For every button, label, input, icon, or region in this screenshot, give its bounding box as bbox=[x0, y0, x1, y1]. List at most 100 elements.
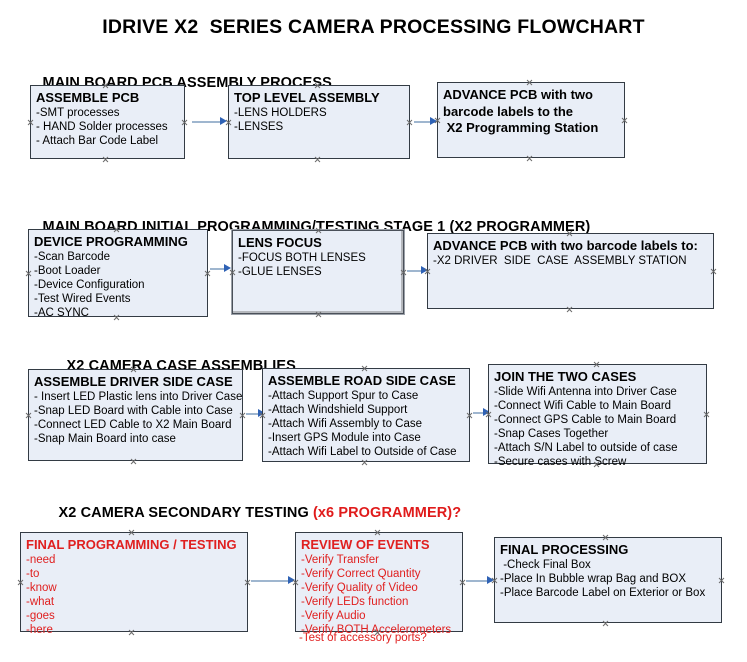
node-line: -Place In Bubble wrap Bag and BOX bbox=[500, 573, 687, 585]
connection-handle-top[interactable] bbox=[602, 534, 609, 541]
connection-handle-bottom[interactable] bbox=[102, 156, 109, 163]
node-device-programming[interactable]: DEVICE PROGRAMMING -Scan Barcode -Boot L… bbox=[25, 229, 211, 319]
node-title: REVIEW OF EVENTS bbox=[301, 537, 430, 552]
node-advance-pcb-to-driver-side-case[interactable]: ADVANCE PCB with two barcode labels to: … bbox=[427, 233, 714, 309]
connector-top-level-assembly-to-advance-pcb bbox=[414, 121, 436, 123]
connector-driver-side-to-road-side bbox=[246, 413, 266, 415]
connection-handle-right[interactable] bbox=[459, 579, 466, 586]
node-line: - Attach Bar Code Label bbox=[36, 135, 159, 147]
node-line: -Verify Transfer bbox=[301, 554, 379, 566]
node-line: -LENSES bbox=[234, 121, 284, 133]
connection-handle-right[interactable] bbox=[406, 119, 413, 126]
connection-handle-left[interactable] bbox=[17, 579, 24, 586]
connection-handle-top[interactable] bbox=[593, 361, 600, 368]
node-assemble-road-side-case[interactable]: ASSEMBLE ROAD SIDE CASE -Attach Support … bbox=[262, 368, 470, 462]
connection-handle-right[interactable] bbox=[718, 577, 725, 584]
section-header-x2-camera-secondary-testing: X2 CAMERA SECONDARY TESTING (x6 PROGRAMM… bbox=[42, 489, 462, 537]
connection-handle-right[interactable] bbox=[710, 268, 717, 275]
node-final-processing[interactable]: FINAL PROCESSING -Check Final Box -Place… bbox=[494, 537, 722, 623]
node-assemble-driver-side-case[interactable]: ASSEMBLE DRIVER SIDE CASE - Insert LED P… bbox=[28, 369, 243, 461]
node-line: -Attach Support Spur to Case bbox=[268, 390, 419, 402]
node-line: -Verify BOTH Accelerometers bbox=[301, 624, 452, 636]
node-line: -X2 DRIVER SIDE CASE ASSEMBLY STATION bbox=[433, 255, 687, 267]
node-line: -Scan Barcode bbox=[34, 251, 111, 263]
section-header-accent-text: (x6 PROGRAMMER)? bbox=[312, 505, 462, 521]
node-title: DEVICE PROGRAMMING bbox=[34, 234, 188, 249]
node-line: -Attach Windshield Support bbox=[268, 404, 408, 416]
connection-handle-right[interactable] bbox=[239, 412, 246, 419]
connector-arrowhead-icon bbox=[483, 408, 490, 416]
connection-handle-left[interactable] bbox=[25, 270, 32, 277]
node-line: -need bbox=[26, 554, 56, 566]
connection-handle-bottom[interactable] bbox=[315, 311, 322, 318]
node-title: ASSEMBLE ROAD SIDE CASE bbox=[268, 373, 456, 388]
section-header-text: X2 CAMERA SECONDARY TESTING bbox=[58, 505, 313, 521]
connector-arrowhead-icon bbox=[430, 117, 437, 125]
connection-handle-right[interactable] bbox=[466, 412, 473, 419]
node-line: -know bbox=[26, 582, 57, 594]
connection-handle-bottom[interactable] bbox=[314, 156, 321, 163]
connector-arrowhead-icon bbox=[487, 576, 494, 584]
node-line: -FOCUS BOTH LENSES bbox=[238, 252, 366, 264]
node-line: -Snap Main Board into case bbox=[34, 433, 176, 445]
node-line: -Verify Audio bbox=[301, 610, 366, 622]
connection-handle-right[interactable] bbox=[621, 117, 628, 124]
node-title: TOP LEVEL ASSEMBLY bbox=[234, 90, 380, 105]
node-line: -what bbox=[26, 596, 55, 608]
connector-road-side-to-join-cases bbox=[473, 412, 489, 414]
node-line: -Device Configuration bbox=[34, 279, 145, 291]
node-line: -goes bbox=[26, 610, 55, 622]
connection-handle-top[interactable] bbox=[526, 79, 533, 86]
connection-handle-bottom[interactable] bbox=[602, 620, 609, 627]
connector-arrowhead-icon bbox=[220, 117, 227, 125]
node-line: -Verify Correct Quantity bbox=[301, 568, 421, 580]
node-assemble-pcb[interactable]: ASSEMBLE PCB -SMT processes - HAND Solde… bbox=[30, 85, 185, 159]
connection-handle-right[interactable] bbox=[181, 119, 188, 126]
node-line: -Boot Loader bbox=[34, 265, 101, 277]
connection-handle-right[interactable] bbox=[244, 579, 251, 586]
node-advance-pcb-to-x2-programming-station[interactable]: ADVANCE PCB with two barcode labels to t… bbox=[437, 82, 625, 158]
node-line: -Attach Wifi Assembly to Case bbox=[268, 418, 423, 430]
connection-handle-bottom[interactable] bbox=[130, 458, 137, 465]
node-line: -to bbox=[26, 568, 40, 580]
connector-arrowhead-icon bbox=[421, 266, 428, 274]
node-line: -Attach Wifi Label to Outside of Case bbox=[268, 446, 457, 458]
node-review-of-events[interactable]: REVIEW OF EVENTS -Verify Transfer -Verif… bbox=[295, 532, 466, 636]
node-title: FINAL PROCESSING bbox=[500, 542, 629, 557]
connector-arrowhead-icon bbox=[258, 409, 265, 417]
connection-handle-left[interactable] bbox=[27, 119, 34, 126]
node-join-the-two-cases[interactable]: JOIN THE TWO CASES -Slide Wifi Antenna i… bbox=[488, 361, 710, 468]
connection-handle-bottom[interactable] bbox=[566, 306, 573, 313]
node-line: -Verify LEDs function bbox=[301, 596, 409, 608]
connector-device-programming-to-lens-focus bbox=[210, 268, 228, 270]
connection-handle-bottom[interactable] bbox=[361, 459, 368, 466]
node-final-programming-testing[interactable]: FINAL PROGRAMMING / TESTING -need -to -k… bbox=[17, 532, 251, 636]
node-line: -Connect LED Cable to X2 Main Board bbox=[34, 419, 232, 431]
connection-handle-right[interactable] bbox=[703, 411, 710, 418]
node-line: -SMT processes bbox=[36, 107, 120, 119]
node-line: -Place Barcode Label on Exterior or Box bbox=[500, 587, 706, 599]
connection-handle-right[interactable] bbox=[204, 270, 211, 277]
node-top-level-assembly[interactable]: TOP LEVEL ASSEMBLY -LENS HOLDERS -LENSES bbox=[228, 85, 410, 159]
node-title: ADVANCE PCB with two barcode labels to t… bbox=[443, 87, 599, 135]
node-line: -Snap LED Board with Cable into Case bbox=[34, 405, 233, 417]
node-line: -Connect Wifi Cable to Main Board bbox=[494, 400, 672, 412]
connection-handle-right[interactable] bbox=[400, 269, 407, 276]
connector-review-of-events-to-final-processing bbox=[466, 580, 492, 582]
connector-arrowhead-icon bbox=[224, 264, 231, 272]
node-line: -Check Final Box bbox=[500, 559, 591, 571]
node-overflow-line-review-of-events: -Test of accessory ports? bbox=[299, 632, 427, 644]
node-line: -LENS HOLDERS bbox=[234, 107, 327, 119]
node-title: LENS FOCUS bbox=[238, 235, 322, 250]
connection-handle-top[interactable] bbox=[361, 365, 368, 372]
connection-handle-left[interactable] bbox=[25, 412, 32, 419]
node-line: -AC SYNC bbox=[34, 307, 89, 319]
node-line: -Test Wired Events bbox=[34, 293, 131, 305]
connector-final-programming-to-review-of-events bbox=[251, 580, 293, 582]
node-title: JOIN THE TWO CASES bbox=[494, 369, 637, 384]
node-title: FINAL PROGRAMMING / TESTING bbox=[26, 537, 237, 552]
node-line: -Attach S/N Label to outside of case bbox=[494, 442, 678, 454]
connection-handle-bottom[interactable] bbox=[526, 155, 533, 162]
node-lens-focus[interactable]: LENS FOCUS -FOCUS BOTH LENSES -GLUE LENS… bbox=[232, 230, 404, 314]
